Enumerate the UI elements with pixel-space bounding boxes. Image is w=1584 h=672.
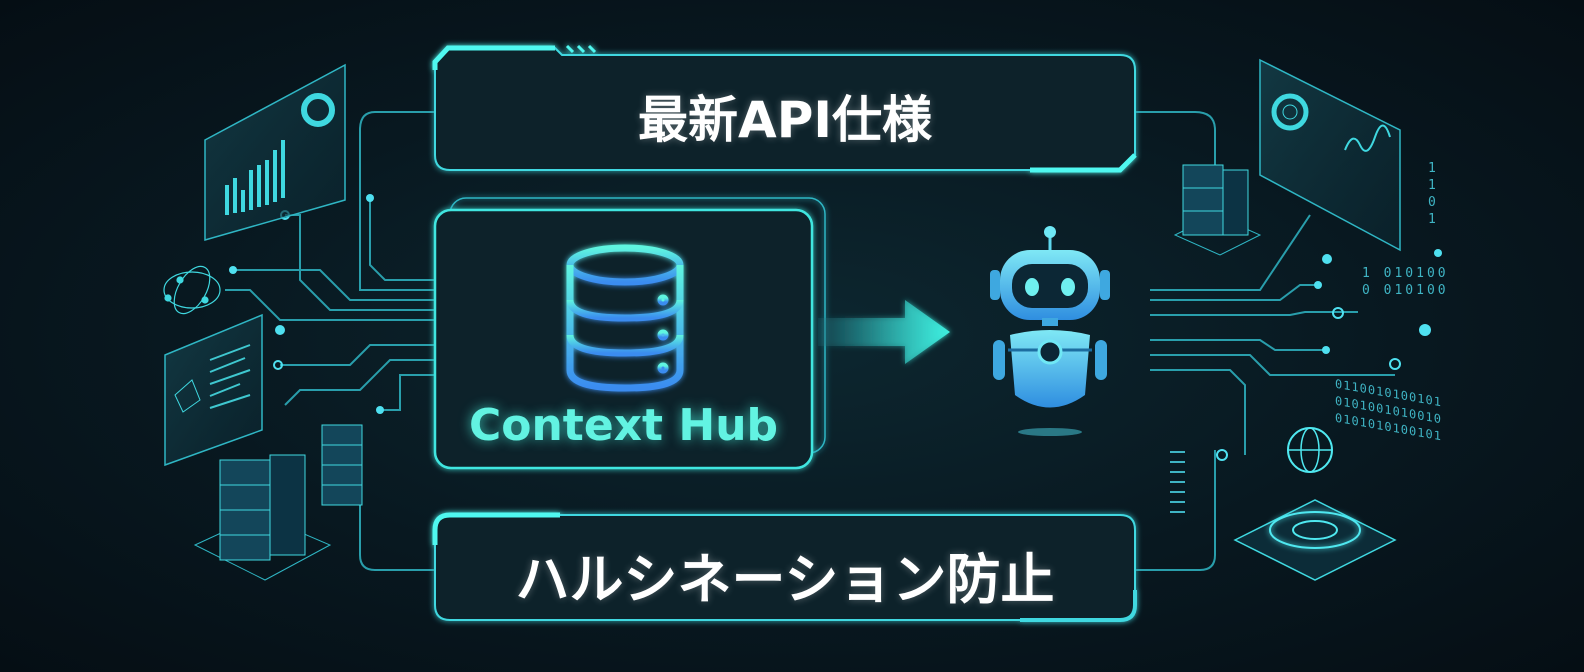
binary-row-1: 1 010100 bbox=[1362, 266, 1449, 281]
right-nodes bbox=[1216, 249, 1442, 461]
binary-row-2: 0 010100 bbox=[1362, 283, 1449, 298]
latest-api-spec-label: 最新API仕様 bbox=[638, 91, 932, 149]
top-box-frame bbox=[432, 44, 1137, 173]
globe-platform bbox=[1233, 427, 1397, 581]
bottom-box-frame bbox=[432, 512, 1137, 622]
left-circuit-lines bbox=[225, 111, 435, 571]
server-rack-icon bbox=[193, 424, 363, 581]
network-graph-icon bbox=[163, 265, 221, 315]
arrow-right-icon bbox=[818, 300, 950, 364]
robot-icon bbox=[990, 226, 1110, 436]
context-hub-label: Context Hub bbox=[468, 400, 779, 451]
database-icon bbox=[566, 244, 684, 392]
dashboard-panel bbox=[1259, 58, 1401, 252]
chart-panel bbox=[204, 63, 346, 241]
code-panel bbox=[164, 313, 263, 467]
hub-box-frame bbox=[433, 197, 826, 470]
server-icon bbox=[1173, 164, 1262, 256]
hallucination-prevention-label: ハルシネーション防止 bbox=[515, 548, 1055, 611]
signal-bars bbox=[1170, 451, 1185, 513]
binary-vertical: 1 1 0 1 bbox=[1428, 161, 1439, 227]
right-circuit-lines bbox=[1135, 111, 1395, 571]
